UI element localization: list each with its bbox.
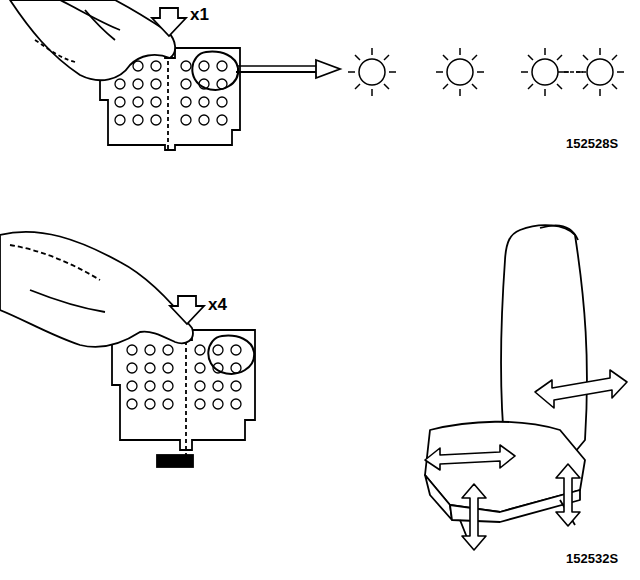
press-count: x4 xyxy=(208,296,227,313)
figure-code: 152528S xyxy=(566,137,618,150)
figure-code: 152532S xyxy=(566,552,618,565)
press-count: x1 xyxy=(190,6,209,23)
